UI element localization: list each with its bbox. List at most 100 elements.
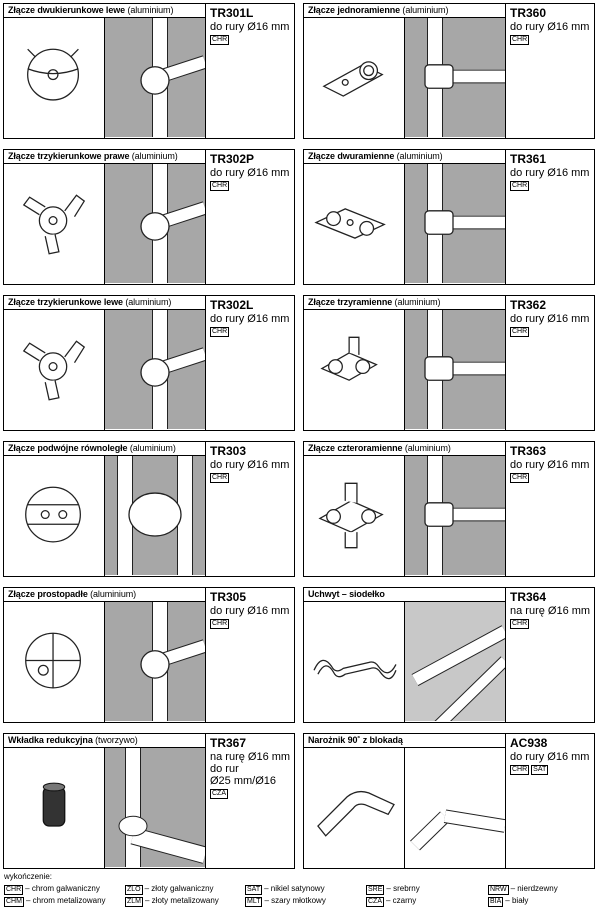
card-divider — [404, 163, 405, 284]
card-divider — [205, 296, 206, 430]
card-divider — [104, 455, 105, 576]
finish-code: SRE — [366, 885, 385, 895]
product-title: Złącze czteroramienne (aluminium) — [308, 443, 451, 453]
finish-badge: CHR — [510, 619, 530, 629]
finish-badges: CHR — [210, 181, 230, 191]
finish-code: CZA — [366, 897, 384, 907]
product-description: do rury Ø16 mm — [510, 21, 589, 33]
finish-label: – nierdzewny — [510, 884, 558, 893]
product-name: Złącze trzykierunkowe prawe — [8, 151, 130, 161]
installation-photo — [405, 310, 505, 429]
legend-entry-bia: BIA– biały — [488, 896, 528, 907]
finish-label: – chrom galwaniczny — [25, 884, 100, 893]
product-code: TR302L — [210, 298, 254, 312]
description-line: do rury Ø16 mm — [210, 459, 290, 471]
finish-badges: CHR — [210, 327, 230, 337]
product-description: do rury Ø16 mm — [210, 167, 289, 179]
product-description: do rury Ø16 mm — [210, 605, 289, 617]
product-description: do rury Ø16 mm — [510, 459, 589, 471]
card-divider — [404, 17, 405, 138]
legend-entry-chm: CHM– chrom metalizowany — [4, 896, 106, 907]
installation-photo — [105, 456, 205, 575]
finish-badge: CHR — [510, 181, 530, 191]
product-code: TR362 — [510, 298, 547, 312]
finish-badges: CHR — [210, 619, 230, 629]
description-line: do rury Ø16 mm — [510, 459, 590, 471]
product-photo — [5, 164, 104, 283]
finish-label: – biały — [505, 896, 529, 905]
product-code: AC938 — [510, 736, 548, 750]
installation-photo — [405, 602, 505, 721]
product-photo — [305, 456, 404, 575]
product-code: TR360 — [510, 6, 547, 20]
legend-entry-zlo: ZLO– złoty galwaniczny — [125, 884, 214, 895]
legend-entry-nrw: NRW– nierdzewny — [488, 884, 558, 895]
product-name: Złącze prostopadłe — [8, 589, 88, 599]
product-code: TR301L — [210, 6, 254, 20]
legend-entry-zlm: ZLM– złoty metalizowany — [125, 896, 219, 907]
installation-photo — [105, 18, 205, 137]
finish-code: CHM — [4, 897, 24, 907]
finish-badge: SAT — [531, 765, 549, 775]
product-title: Złącze podwójne równoległe (aluminium) — [8, 443, 176, 453]
finish-code: NRW — [488, 885, 509, 895]
description-line: do rury Ø16 mm — [510, 21, 590, 33]
product-card-tr303: Złącze podwójne równoległe (aluminium)TR… — [3, 441, 295, 577]
card-divider — [205, 4, 206, 138]
product-name: Uchwyt – siodełko — [308, 589, 385, 599]
product-material: (aluminium) — [125, 5, 174, 15]
product-title: Narożnik 90˚ z blokadą — [308, 735, 403, 745]
finish-badge: CZA — [210, 789, 228, 799]
finish-code: ZLO — [125, 885, 143, 895]
legend-entry-mlt: MLT– szary młotkowy — [245, 896, 326, 907]
finish-code: BIA — [488, 897, 504, 907]
product-title: Wkładka redukcyjna (tworzywo) — [8, 735, 138, 745]
finish-label: – czarny — [386, 896, 417, 905]
installation-photo — [105, 164, 205, 283]
product-code: TR364 — [510, 590, 547, 604]
card-divider — [404, 747, 405, 868]
product-photo — [5, 18, 104, 137]
installation-photo — [405, 18, 505, 137]
product-name: Złącze czteroramienne — [308, 443, 403, 453]
product-name: Narożnik 90˚ z blokadą — [308, 735, 403, 745]
finish-badge: CHR — [210, 619, 230, 629]
product-title: Złącze trzyramienne (aluminium) — [308, 297, 441, 307]
finish-badges: CHR — [210, 473, 230, 483]
product-photo — [305, 748, 404, 867]
card-divider — [104, 163, 105, 284]
product-name: Złącze trzyramienne — [308, 297, 393, 307]
card-divider — [104, 601, 105, 722]
product-title: Złącze jednoramienne (aluminium) — [308, 5, 448, 15]
finish-badges: CHR — [510, 181, 530, 191]
installation-photo — [405, 748, 505, 867]
product-material: (aluminium) — [129, 151, 178, 161]
finish-badge: CHR — [510, 765, 530, 775]
product-photo — [5, 456, 104, 575]
finish-badges: CHR — [510, 619, 530, 629]
product-description: do rury Ø16 mm — [210, 313, 289, 325]
product-photo — [305, 602, 404, 721]
card-divider — [205, 442, 206, 576]
product-description: do rury Ø16 mm — [210, 21, 289, 33]
finish-badge: CHR — [510, 35, 530, 45]
card-divider — [404, 455, 405, 576]
product-card-tr302p: Złącze trzykierunkowe prawe (aluminium)T… — [3, 149, 295, 285]
product-title: Uchwyt – siodełko — [308, 589, 385, 599]
card-divider — [205, 734, 206, 868]
product-card-tr302l: Złącze trzykierunkowe lewe (aluminium)TR… — [3, 295, 295, 431]
installation-photo — [405, 456, 505, 575]
product-code: TR361 — [510, 152, 547, 166]
description-line: do rury Ø16 mm — [510, 313, 590, 325]
legend-title: wykończenie: — [4, 872, 53, 881]
product-name: Złącze dwukierunkowe lewe — [8, 5, 126, 15]
product-name: Złącze jednoramienne — [308, 5, 401, 15]
finish-code: SAT — [245, 885, 263, 895]
finish-badges: CHR — [510, 473, 530, 483]
product-material: (aluminium) — [394, 151, 443, 161]
finish-code: MLT — [245, 897, 263, 907]
